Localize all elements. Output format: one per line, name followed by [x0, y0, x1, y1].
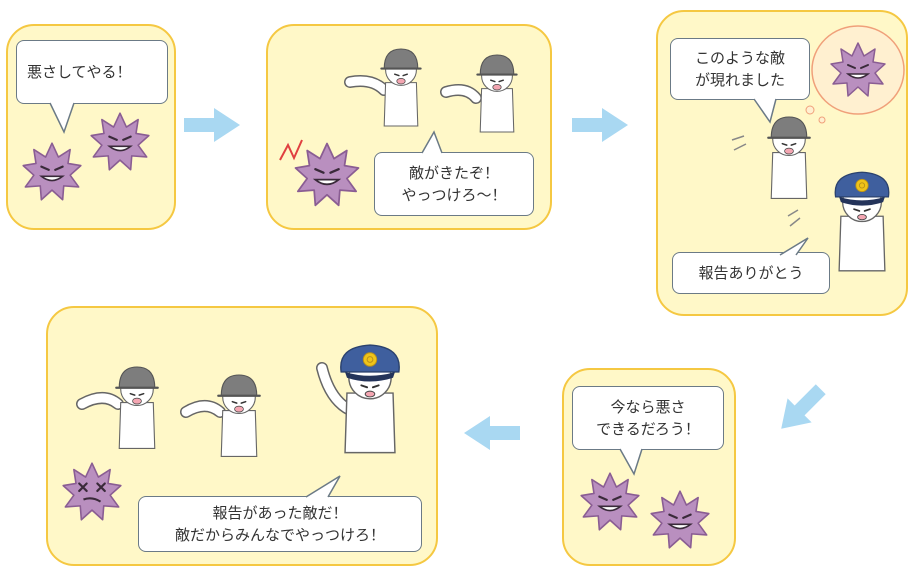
virus-icon — [62, 462, 122, 521]
speech-bubble-tail — [49, 102, 75, 134]
worker-helmet-icon — [180, 373, 261, 458]
speech-bubble-tail — [779, 237, 809, 256]
police-officer-icon — [787, 171, 890, 272]
speech-bubble: 悪さしてやる！ — [16, 40, 168, 104]
speech-bubble-tail — [421, 130, 443, 154]
speech-bubble-tail — [619, 448, 643, 476]
worker-helmet-icon — [76, 365, 159, 450]
worker-helmet-icon — [731, 115, 811, 200]
police-officer-icon — [316, 343, 401, 454]
speech-bubble: 報告ありがとう — [672, 252, 830, 294]
speech-bubble-tail — [305, 475, 341, 498]
thought-bubble-icon — [805, 25, 905, 124]
speech-bubble: このような敵 が現れました — [670, 38, 810, 100]
speech-bubble: 今なら悪さ できるだろう！ — [572, 386, 724, 450]
speech-bubble: 報告があった敵だ！ 敵だからみんなでやっつけろ！ — [138, 496, 422, 552]
alert-mark — [279, 139, 303, 161]
speech-bubble: 敵がきたぞ！ やっつけろ〜！ — [374, 152, 534, 216]
worker-helmet-icon — [344, 47, 422, 128]
worker-helmet-icon — [440, 53, 518, 134]
speech-bubble-tail — [753, 98, 777, 124]
